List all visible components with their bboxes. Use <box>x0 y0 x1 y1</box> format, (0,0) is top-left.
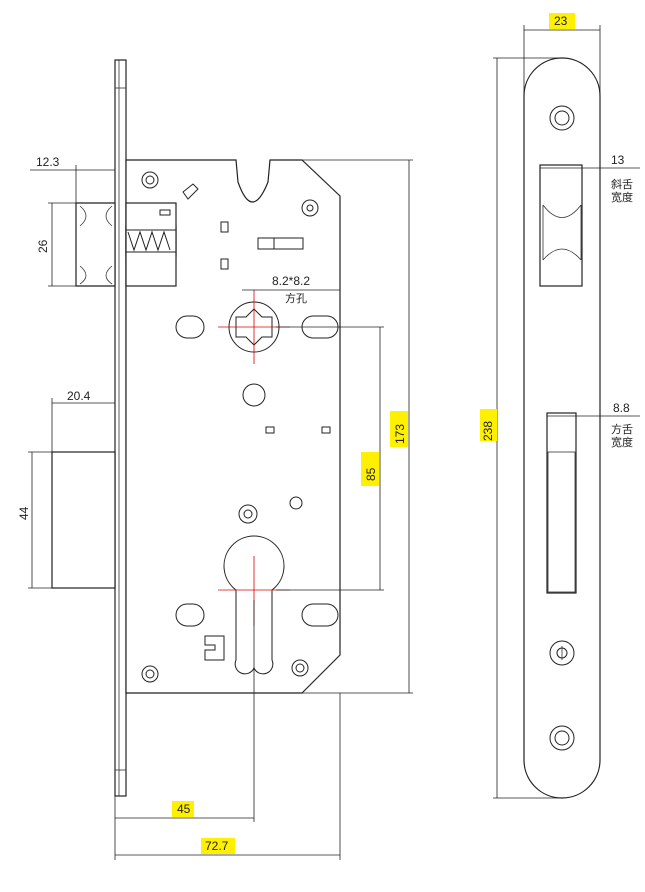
faceplate-side <box>114 59 127 797</box>
dim-square-hole-size: 8.2*8.2 <box>272 274 310 288</box>
dim-labels-left: 12.3 26 20.4 44 8.2*8.2 方孔 85 173 45 72.… <box>17 155 408 854</box>
latch-bolt <box>75 202 177 287</box>
dim-44: 44 <box>17 506 31 520</box>
bolt-width-label-2: 宽度 <box>611 435 633 449</box>
latch-width-label-1: 斜舌 <box>611 178 633 191</box>
square-hole-label: 方孔 <box>285 291 307 305</box>
faceplate-front <box>523 57 601 799</box>
dim-8-8: 8.8 <box>613 401 630 415</box>
dim-45: 45 <box>177 802 191 816</box>
bolt-width-label-1: 方舌 <box>611 422 633 436</box>
dims-left <box>28 159 413 860</box>
dead-bolt <box>51 451 116 589</box>
dim-20-4: 20.4 <box>67 389 91 403</box>
dim-13: 13 <box>611 153 625 167</box>
dim-labels-right: 23 238 13 斜舌 宽度 8.8 方舌 宽度 <box>480 13 633 449</box>
dim-238: 238 <box>481 421 495 441</box>
dim-26: 26 <box>36 239 50 253</box>
dim-85: 85 <box>364 467 378 481</box>
dim-12-3: 12.3 <box>36 155 60 169</box>
dim-173: 173 <box>393 424 407 444</box>
dim-23: 23 <box>554 14 568 28</box>
latch-width-label-2: 宽度 <box>611 190 633 204</box>
lock-internals <box>141 171 339 683</box>
dim-72-7: 72.7 <box>205 839 229 853</box>
lock-case <box>125 159 341 694</box>
